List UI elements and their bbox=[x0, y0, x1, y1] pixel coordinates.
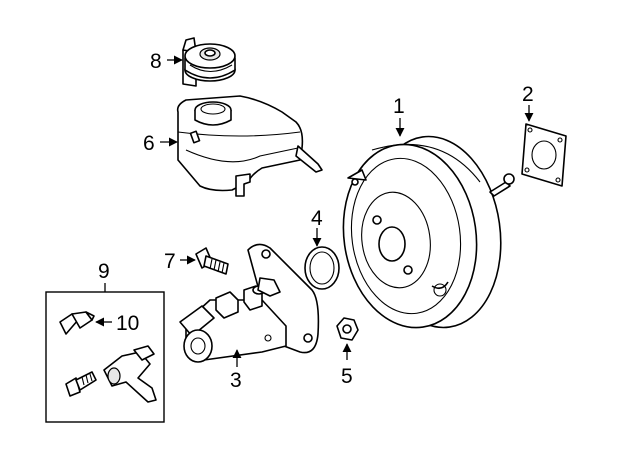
callout-7: 7 bbox=[164, 250, 176, 273]
callout-5: 5 bbox=[341, 365, 353, 388]
sensor-bracket bbox=[103, 345, 157, 403]
leader-lines bbox=[95, 55, 534, 367]
bracket-bolt bbox=[65, 371, 97, 397]
pressure-sensor bbox=[59, 311, 95, 335]
booster-gasket bbox=[521, 123, 567, 187]
mounting-nut bbox=[336, 317, 359, 341]
reservoir-cap bbox=[182, 37, 236, 87]
callout-9: 9 bbox=[98, 260, 110, 283]
sensor-kit-box bbox=[45, 291, 165, 423]
brake-booster bbox=[342, 135, 515, 329]
callout-2: 2 bbox=[522, 83, 534, 106]
mounting-bolt bbox=[195, 247, 229, 275]
o-ring-seal bbox=[304, 246, 340, 290]
callout-1: 1 bbox=[393, 95, 405, 118]
callout-4: 4 bbox=[311, 207, 323, 230]
callout-8: 8 bbox=[150, 50, 162, 73]
fluid-reservoir bbox=[176, 95, 323, 197]
callout-10: 10 bbox=[116, 312, 139, 335]
callout-3: 3 bbox=[230, 369, 242, 392]
master-cylinder bbox=[179, 243, 320, 363]
callout-6: 6 bbox=[143, 132, 155, 155]
callout-labels: 1 2 3 4 5 6 7 8 9 10 bbox=[98, 50, 534, 392]
